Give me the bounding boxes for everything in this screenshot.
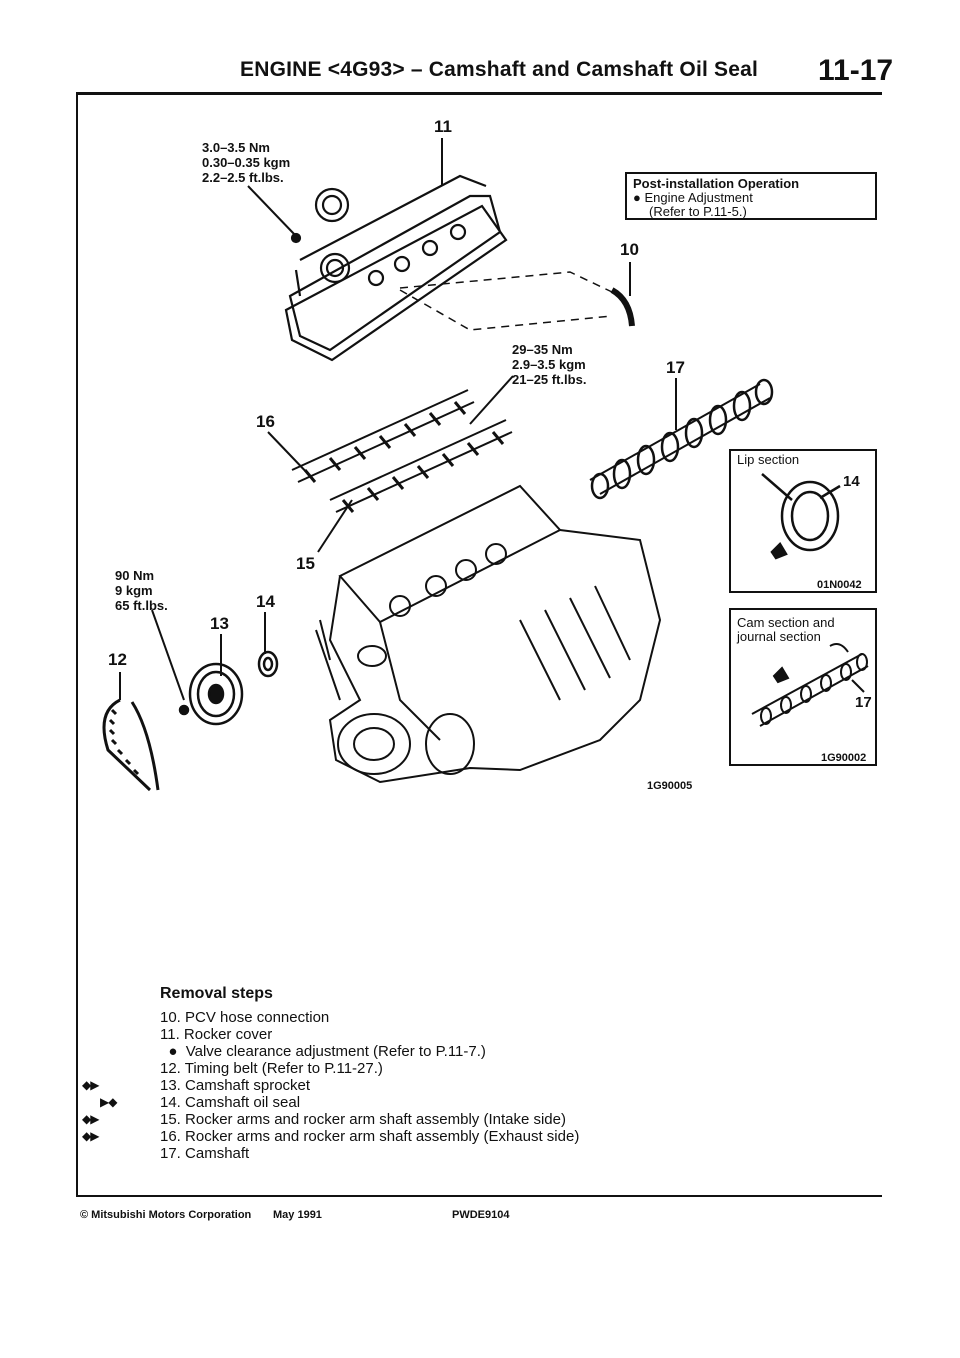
camshaft-sprocket-part (178, 662, 244, 726)
post-installation-reference: (Refer to P.11-5.) (649, 204, 747, 219)
cam-section-label-2: journal section (737, 629, 821, 644)
cam-section-callout-17: 17 (855, 694, 872, 711)
torque-rocker-shaft: 29–35 Nm 2.9–3.5 kgm 21–25 ft.lbs. (512, 342, 586, 387)
step-text: ● Valve clearance adjustment (Refer to P… (160, 1043, 486, 1060)
lip-section-code: 01N0042 (817, 579, 862, 591)
leader-rocker-shaft-torque (469, 375, 514, 425)
lip-section-inset: Lip section 14 01N0042 (729, 449, 877, 593)
cam-section-camshaft-drawing (751, 643, 869, 727)
list-item: 11. Rocker cover (160, 1026, 579, 1043)
list-item: ● Valve clearance adjustment (Refer to P… (160, 1043, 579, 1060)
header-rule (76, 92, 882, 95)
engine-block (315, 484, 662, 784)
torque-value-ftlbs: 65 ft.lbs. (115, 598, 168, 613)
cam-section-code: 1G90002 (821, 752, 867, 764)
step-mark: ◆▶ (82, 1129, 99, 1143)
callout-13: 13 (210, 614, 229, 633)
cam-section-label-1: Cam section and (737, 615, 835, 630)
pcv-hose-path-lower (399, 289, 613, 331)
callout-15: 15 (296, 554, 315, 573)
leader-sprocket-torque (151, 609, 185, 701)
page-number: 11-17 (818, 54, 894, 87)
torque-value-kgm: 0.30–0.35 kgm (202, 155, 291, 170)
footer-code: PWDE9104 (452, 1209, 510, 1221)
post-installation-box: Post-installation Operation ● Engine Adj… (625, 172, 877, 220)
lip-section-label: Lip section (737, 452, 800, 467)
lip-section-callout-14: 14 (843, 473, 860, 490)
list-item: 17. Camshaft (160, 1145, 579, 1162)
step-text: 10. PCV hose connection (160, 1009, 330, 1026)
figure-code: 1G90005 (647, 780, 693, 792)
left-rule (76, 95, 78, 1195)
torque-sprocket: 90 Nm 9 kgm 65 ft.lbs. (115, 568, 168, 613)
list-item: 12. Timing belt (Refer to P.11-27.) (160, 1060, 579, 1077)
callout-11: 11 (434, 117, 452, 136)
post-installation-item: ● Engine Adjustment (633, 190, 753, 205)
step-mark: ◆▶ (82, 1112, 99, 1126)
step-text: 13. Camshaft sprocket (160, 1077, 311, 1094)
torque-value-nm: 29–35 Nm (512, 342, 573, 357)
torque-value-nm: 3.0–3.5 Nm (202, 140, 270, 155)
step-text: 15. Rocker arms and rocker arm shaft ass… (160, 1111, 566, 1128)
camshaft-part (589, 378, 774, 500)
torque-rocker-cover: 3.0–3.5 Nm 0.30–0.35 kgm 2.2–2.5 ft.lbs. (202, 140, 290, 185)
leader-15 (317, 499, 353, 553)
page-title: ENGINE <4G93> – Camshaft and Camshaft Oi… (240, 58, 759, 81)
list-item: ◆▶ 16. Rocker arms and rocker arm shaft a… (82, 1128, 580, 1145)
step-mark: ◆▶ (82, 1078, 99, 1092)
rocker-cover-part (284, 174, 508, 362)
step-text: 14. Camshaft oil seal (160, 1094, 301, 1111)
callout-17: 17 (666, 358, 685, 377)
list-item: ▶◆14. Camshaft oil seal (100, 1094, 579, 1111)
cam-section-inset: Cam section and journal section 17 1G900… (729, 608, 877, 766)
pcv-hose-part (610, 287, 635, 327)
torque-value-kgm: 9 kgm (115, 583, 153, 598)
step-mark: ▶◆ (72, 1095, 117, 1109)
step-text: 11. Rocker cover (160, 1026, 273, 1043)
callout-10: 10 (620, 240, 639, 259)
list-item: ◆▶ 13. Camshaft sprocket (82, 1077, 579, 1094)
list-item: 10. PCV hose connection (160, 1009, 579, 1026)
leader-rocker-cover-torque (247, 185, 297, 237)
callout-14: 14 (256, 592, 275, 611)
pcv-hose-path (399, 271, 613, 293)
step-text: 16. Rocker arms and rocker arm shaft ass… (160, 1128, 580, 1145)
torque-value-ftlbs: 21–25 ft.lbs. (512, 372, 587, 387)
torque-value-kgm: 2.9–3.5 kgm (512, 357, 586, 372)
post-installation-title: Post-installation Operation (633, 176, 800, 191)
step-text: 17. Camshaft (160, 1145, 250, 1162)
footer-date: May 1991 (273, 1209, 322, 1221)
list-item: ◆▶ 15. Rocker arms and rocker arm shaft a… (82, 1111, 579, 1128)
rocker-arm-assemblies (291, 389, 513, 513)
callout-16: 16 (256, 412, 275, 431)
timing-belt-part (102, 698, 160, 792)
step-text: 12. Timing belt (Refer to P.11-27.) (160, 1060, 383, 1077)
removal-steps-title: Removal steps (160, 985, 273, 1002)
oil-seal-part (257, 650, 279, 678)
torque-value-nm: 90 Nm (115, 568, 155, 583)
footer-rule (76, 1195, 882, 1197)
footer-copyright: © Mitsubishi Motors Corporation (80, 1209, 252, 1221)
removal-steps: Removal steps 10. PCV hose connection 11… (82, 985, 580, 1162)
callout-12: 12 (108, 650, 127, 669)
torque-value-ftlbs: 2.2–2.5 ft.lbs. (202, 170, 284, 185)
lip-section-seal-drawing (761, 473, 841, 560)
